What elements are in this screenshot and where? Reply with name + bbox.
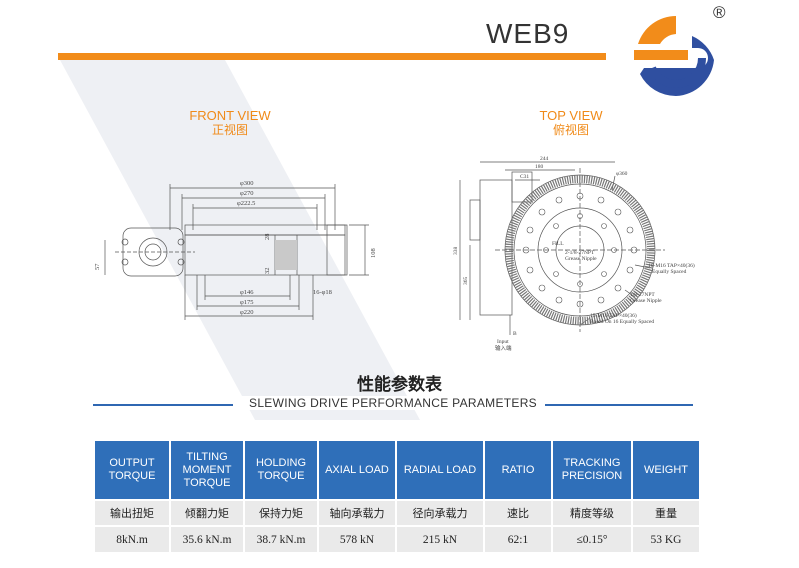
header-radial-load: RADIAL LOAD [397, 441, 483, 499]
cn-header-ratio: 速比 [485, 499, 551, 525]
value-weight: 53 KG [633, 525, 699, 552]
dim-d300: φ300 [240, 180, 254, 187]
header-axial-load: AXIAL LOAD [319, 441, 395, 499]
section-subtitle-row: SLEWING DRIVE PERFORMANCE PARAMETERS [93, 396, 693, 412]
value-output-torque: 8kN.m [95, 525, 169, 552]
cn-header-output-torque: 输出扭矩 [95, 499, 169, 525]
cn-header-tracking-precision: 精度等级 [553, 499, 631, 525]
label-nipple2: 1/8-27NPT [630, 292, 655, 298]
section-title-en: SLEWING DRIVE PERFORMANCE PARAMETERS [241, 396, 545, 410]
cn-header-weight: 重量 [633, 499, 699, 525]
label-tap1: 16-M16 TAP×40(36) [648, 262, 695, 269]
header-tracking-precision: TRACKING PRECISION [553, 441, 631, 499]
value-ratio: 62:1 [485, 525, 551, 552]
label-tap1b: Equally Spaced [652, 269, 687, 275]
section-title-cn: 性能参数表 [357, 375, 442, 395]
value-axial-load: 578 kN [319, 525, 395, 552]
dim-holes: 16-φ18 [313, 289, 332, 296]
label-nipple1b: Grease Nipple [565, 256, 597, 262]
top-view-title: TOP VIEW 俯视图 [526, 108, 616, 138]
model-title: WEB9 [486, 18, 570, 49]
label-marker-b: B [513, 331, 517, 337]
dim-h338: 338 [453, 247, 459, 256]
table-header-row: OUTPUT TORQUE TILTING MOMENT TORQUE HOLD… [95, 441, 699, 499]
dim-d175: φ175 [240, 299, 254, 306]
header-tilting-moment-torque: TILTING MOMENT TORQUE [171, 441, 243, 499]
dim-d270: φ270 [240, 190, 254, 197]
dim-w244: 244 [540, 156, 549, 162]
dim-d222-5: φ222.5 [237, 200, 255, 207]
table-row-cn-headers: 输出扭矩 倾翻力矩 保持力矩 轴向承载力 径向承载力 速比 精度等级 重量 [95, 499, 699, 525]
brand-logo-icon [634, 16, 714, 97]
front-view-drawing: φ300 φ270 φ222.5 φ146 φ175 φ220 16-φ18 5… [94, 180, 377, 320]
front-view-title-cn: 正视图 [211, 123, 248, 137]
label-nipple1: 2-1/8-27NPT [565, 250, 595, 256]
dim-d146: φ146 [240, 289, 254, 296]
label-tap2: 15-M16 TAP×40(36) [590, 312, 637, 319]
top-view-title-cn: 俯视图 [552, 123, 589, 137]
dim-d220: φ220 [240, 309, 254, 316]
dim-c31: C31 [520, 174, 529, 180]
label-fill: FILL [552, 241, 564, 247]
dim-h32: 32 [264, 268, 271, 275]
label-nipple2b: Grease Nipple [630, 298, 662, 304]
header-ratio: RATIO [485, 441, 551, 499]
cn-header-tilting-moment: 倾翻力矩 [171, 499, 243, 525]
dim-h108: 108 [370, 248, 377, 258]
front-view-title: FRONT VIEW 正视图 [182, 108, 278, 138]
cn-header-axial-load: 轴向承载力 [319, 499, 395, 525]
value-radial-load: 215 kN [397, 525, 483, 552]
label-tap2b: Based On 16 Equally Spaced [590, 319, 654, 325]
dim-h365: 365 [463, 277, 469, 286]
parameters-table: OUTPUT TORQUE TILTING MOMENT TORQUE HOLD… [93, 441, 701, 552]
header-output-torque: OUTPUT TORQUE [95, 441, 169, 499]
top-view-title-en: TOP VIEW [539, 108, 603, 123]
dim-w180: 180 [535, 164, 544, 170]
table-row-values: 8kN.m 35.6 kN.m 38.7 kN.m 578 kN 215 kN … [95, 525, 699, 552]
value-tilting-moment-torque: 35.6 kN.m [171, 525, 243, 552]
header-accent-bar [58, 53, 606, 60]
front-view-title-en: FRONT VIEW [189, 108, 271, 123]
section-divider-left [93, 404, 233, 406]
dim-h57: 57 [94, 263, 101, 270]
label-input-cn: 输入端 [495, 344, 512, 352]
cn-header-radial-load: 径向承载力 [397, 499, 483, 525]
dim-h28: 28 [264, 234, 271, 241]
cn-header-holding-torque: 保持力矩 [245, 499, 317, 525]
top-view-drawing: 244 180 C31 φ360 338 365 FILL 2-1/8-27NP… [453, 156, 695, 352]
header-weight: WEIGHT [633, 441, 699, 499]
value-tracking-precision: ≤0.15° [553, 525, 631, 552]
dim-d360: φ360 [616, 171, 628, 177]
label-input-en: Input [497, 339, 509, 345]
registered-mark: ® [713, 3, 726, 22]
header-holding-torque: HOLDING TORQUE [245, 441, 317, 499]
section-divider-right [533, 404, 693, 406]
value-holding-torque: 38.7 kN.m [245, 525, 317, 552]
